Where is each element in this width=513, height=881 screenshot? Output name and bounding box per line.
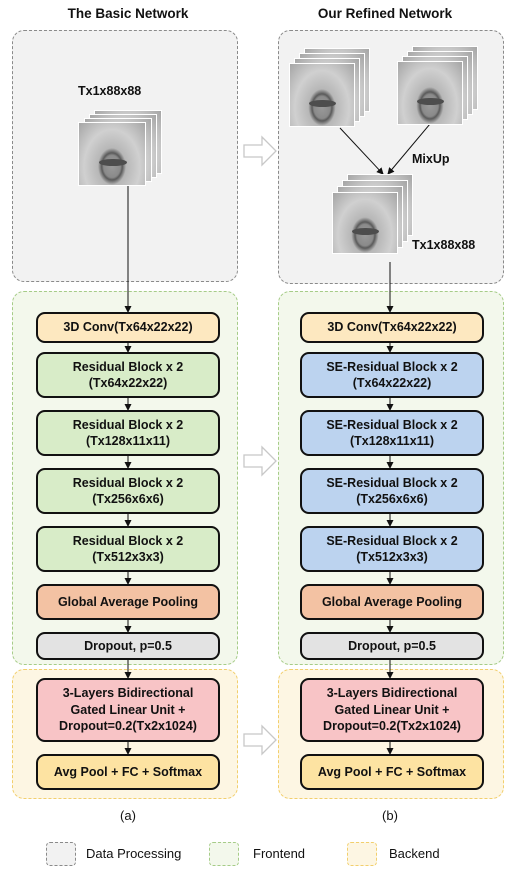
se-residual-block-2-shape: (Tx128x11x11) — [349, 434, 435, 448]
legend-swatch-data-processing — [46, 842, 76, 866]
input-shape-label-left: Tx1x88x88 — [78, 84, 142, 98]
legend-swatch-frontend — [209, 842, 239, 866]
bigru-line-2: Gated Linear Unit + — [70, 702, 186, 717]
bigru-block-right: 3-Layers Bidirectional Gated Linear Unit… — [300, 678, 484, 742]
se-residual-block-1-name: SE-Residual Block x 2 — [326, 359, 458, 374]
se-residual-block-3: SE-Residual Block x 2 (Tx256x6x6) — [300, 468, 484, 514]
legend-label-backend: Backend — [389, 846, 440, 861]
transition-arrow-data — [243, 135, 277, 167]
conv3d-block-left: 3D Conv(Tx64x22x22) — [36, 312, 220, 343]
bigru-right-line-3: Dropout=0.2(Tx2x1024) — [323, 719, 461, 734]
se-residual-block-3-name: SE-Residual Block x 2 — [326, 475, 458, 490]
residual-block-3-shape: (Tx256x6x6) — [92, 492, 164, 506]
residual-block-4-shape: (Tx512x3x3) — [92, 550, 164, 564]
bigru-right-line-1: 3-Layers Bidirectional — [326, 686, 458, 701]
transition-arrow-frontend — [243, 445, 277, 477]
bigru-line-3: Dropout=0.2(Tx2x1024) — [59, 719, 197, 734]
residual-block-2-name: Residual Block x 2 — [72, 417, 184, 432]
residual-block-1-name: Residual Block x 2 — [72, 359, 184, 374]
bigru-block-left: 3-Layers Bidirectional Gated Linear Unit… — [36, 678, 220, 742]
se-residual-block-2-name: SE-Residual Block x 2 — [326, 417, 458, 432]
residual-block-3-name: Residual Block x 2 — [72, 475, 184, 490]
transition-arrow-backend — [243, 724, 277, 756]
residual-block-3-left: Residual Block x 2 (Tx256x6x6) — [36, 468, 220, 514]
se-residual-block-2: SE-Residual Block x 2 (Tx128x11x11) — [300, 410, 484, 456]
se-residual-block-3-shape: (Tx256x6x6) — [356, 492, 428, 506]
refined-network-title: Our Refined Network — [317, 6, 453, 21]
caption-a: (a) — [120, 808, 136, 823]
conv3d-block-right: 3D Conv(Tx64x22x22) — [300, 312, 484, 343]
bigru-line-1: 3-Layers Bidirectional — [62, 686, 194, 701]
se-residual-block-4-name: SE-Residual Block x 2 — [326, 533, 458, 548]
mixup-label: MixUp — [412, 152, 450, 166]
global-avg-pool-left: Global Average Pooling — [36, 584, 220, 620]
se-residual-block-4: SE-Residual Block x 2 (Tx512x3x3) — [300, 526, 484, 572]
residual-block-2-left: Residual Block x 2 (Tx128x11x11) — [36, 410, 220, 456]
se-residual-block-1-shape: (Tx64x22x22) — [352, 376, 432, 390]
legend-swatch-backend — [347, 842, 377, 866]
input-shape-label-right: Tx1x88x88 — [412, 238, 476, 252]
se-residual-block-1: SE-Residual Block x 2 (Tx64x22x22) — [300, 352, 484, 398]
residual-block-4-left: Residual Block x 2 (Tx512x3x3) — [36, 526, 220, 572]
dropout-block-left: Dropout, p=0.5 — [36, 632, 220, 660]
legend-label-data-processing: Data Processing — [86, 846, 182, 861]
se-residual-block-4-shape: (Tx512x3x3) — [356, 550, 428, 564]
residual-block-1-left: Residual Block x 2 (Tx64x22x22) — [36, 352, 220, 398]
softmax-head-right: Avg Pool + FC + Softmax — [300, 754, 484, 790]
caption-b: (b) — [382, 808, 398, 823]
global-avg-pool-right: Global Average Pooling — [300, 584, 484, 620]
residual-block-4-name: Residual Block x 2 — [72, 533, 184, 548]
dropout-block-right: Dropout, p=0.5 — [300, 632, 484, 660]
basic-network-title: The Basic Network — [67, 6, 189, 21]
legend-label-frontend: Frontend — [253, 846, 306, 861]
residual-block-1-shape: (Tx64x22x22) — [88, 376, 168, 390]
softmax-head-left: Avg Pool + FC + Softmax — [36, 754, 220, 790]
bigru-right-line-2: Gated Linear Unit + — [334, 702, 450, 717]
residual-block-2-shape: (Tx128x11x11) — [85, 434, 171, 448]
